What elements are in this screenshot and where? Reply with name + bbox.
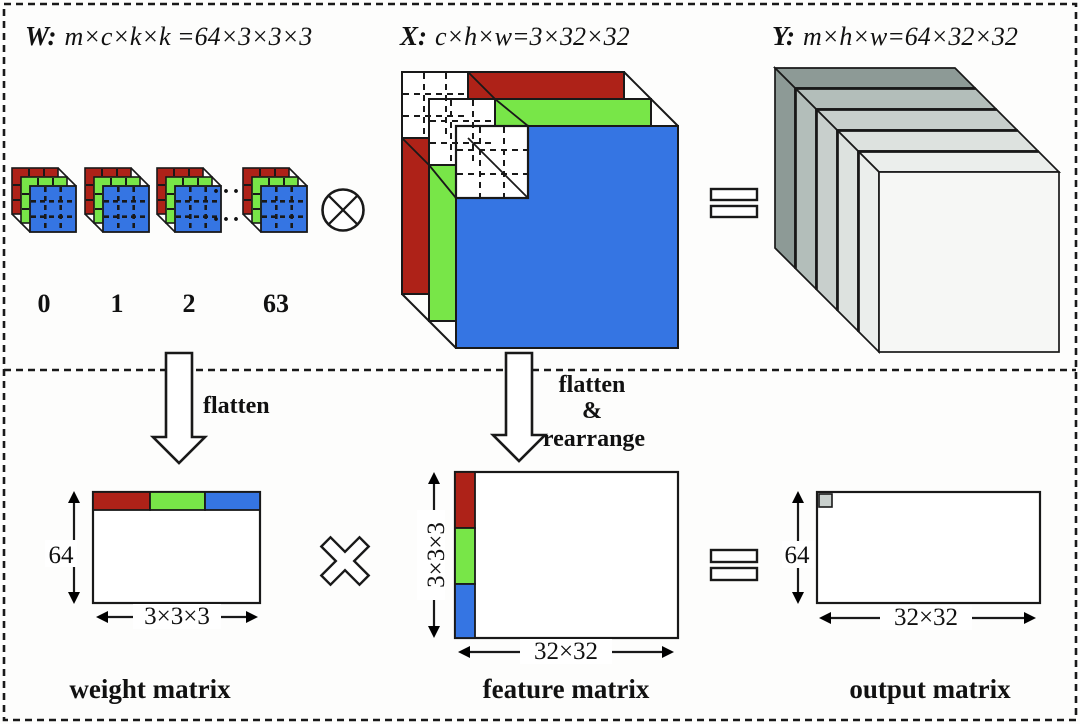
feature-width-arrow: 32×32 [458, 638, 674, 665]
svg-text:3×3×3: 3×3×3 [423, 522, 450, 588]
flatten-rearrange-arrow [489, 351, 549, 463]
convolution-operator-icon [321, 188, 365, 232]
ellipsis-top: ··· [212, 179, 242, 205]
filter-index-2: 2 [183, 289, 196, 318]
filter-cube-63 [241, 166, 309, 234]
output-height-arrow: 64 [782, 491, 814, 604]
output-matrix-title: output matrix [849, 674, 1011, 704]
w-tensor-header: W:m×c×k×k =64×3×3×3 [25, 21, 312, 51]
flatten-rearrange-label: flatten & rearrange [543, 372, 646, 452]
flatten-label: flatten [203, 393, 270, 419]
weight-width-arrow: 3×3×3 [96, 603, 258, 630]
output-width-arrow: 32×32 [819, 604, 1036, 631]
input-tensor [401, 71, 679, 349]
equals-top-icon [709, 187, 759, 219]
svg-text:flatten: flatten [559, 372, 626, 398]
output-map-4 [856, 149, 1062, 355]
feature-matrix: 3×3×3 32×32 feature matrix [417, 470, 680, 704]
matmul-operator-icon [319, 535, 371, 587]
output-tensor-stack [772, 65, 1062, 355]
window-depth-edges [401, 71, 529, 199]
weight-matrix-title: weight matrix [69, 674, 231, 704]
svg-text:32×32: 32×32 [534, 638, 598, 665]
weight-height-arrow: 64 [45, 491, 80, 604]
svg-text:64: 64 [49, 542, 75, 569]
svg-text:64: 64 [785, 542, 811, 569]
x-tensor-header: X:c×h×w=3×32×32 [399, 21, 630, 51]
window-grids [403, 73, 527, 197]
filter-cube-1 [83, 166, 151, 234]
weight-matrix: 64 3×3×3 weight matrix [45, 490, 262, 704]
filter-index-1: 1 [111, 289, 124, 318]
filter-bank: ··· ··· 0 1 2 63 [10, 166, 309, 318]
tensor-bevel-edges [401, 71, 679, 349]
filter-index-0: 0 [38, 289, 51, 318]
ellipsis-bottom: ··· [212, 207, 242, 233]
filter-index-63: 63 [263, 289, 289, 318]
svg-text:&: & [582, 398, 602, 424]
output-matrix: 64 32×32 output matrix [782, 490, 1042, 704]
feature-matrix-title: feature matrix [483, 674, 650, 704]
svg-text:32×32: 32×32 [894, 604, 958, 631]
y-tensor-header: Y:m×h×w=64×32×32 [772, 21, 1018, 51]
equals-bottom-icon [709, 548, 759, 582]
filter-cube-0 [10, 166, 78, 234]
flatten-arrow [149, 351, 209, 465]
svg-text:3×3×3: 3×3×3 [144, 603, 210, 630]
output-cell [818, 493, 833, 508]
svg-text:rearrange: rearrange [543, 426, 646, 452]
feature-height-arrow: 3×3×3 [417, 472, 450, 638]
